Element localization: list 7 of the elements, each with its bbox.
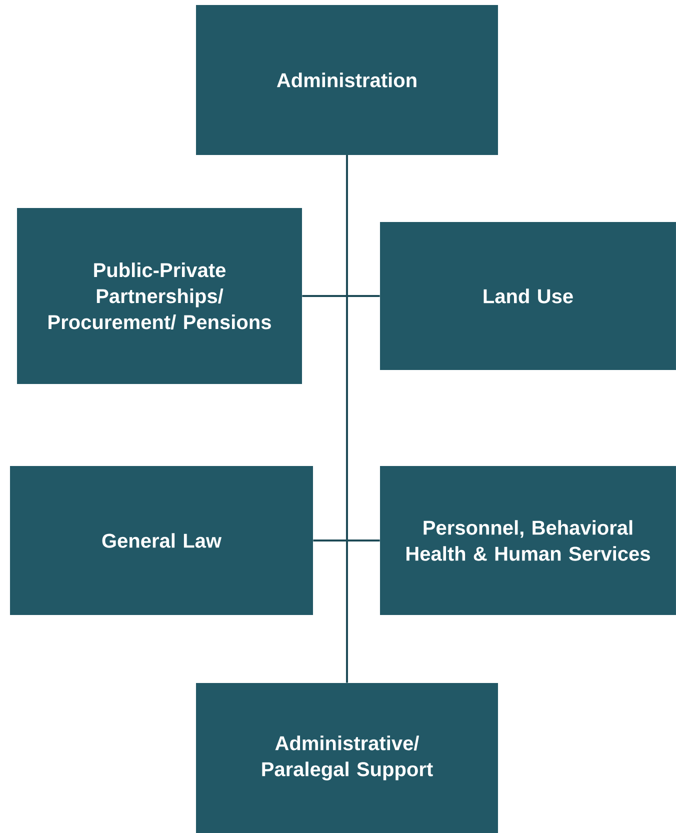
connector-line <box>346 155 348 683</box>
org-box: Land Use <box>380 222 676 370</box>
org-box: Personnel, Behavioral Health & Human Services <box>380 466 676 615</box>
org-box: Administration <box>196 5 498 155</box>
org-box: General Law <box>10 466 313 615</box>
org-box: Public-Private Partnerships/ Procurement/ Pensions <box>17 208 302 384</box>
org-box: Administrative/ Paralegal Support <box>196 683 498 833</box>
